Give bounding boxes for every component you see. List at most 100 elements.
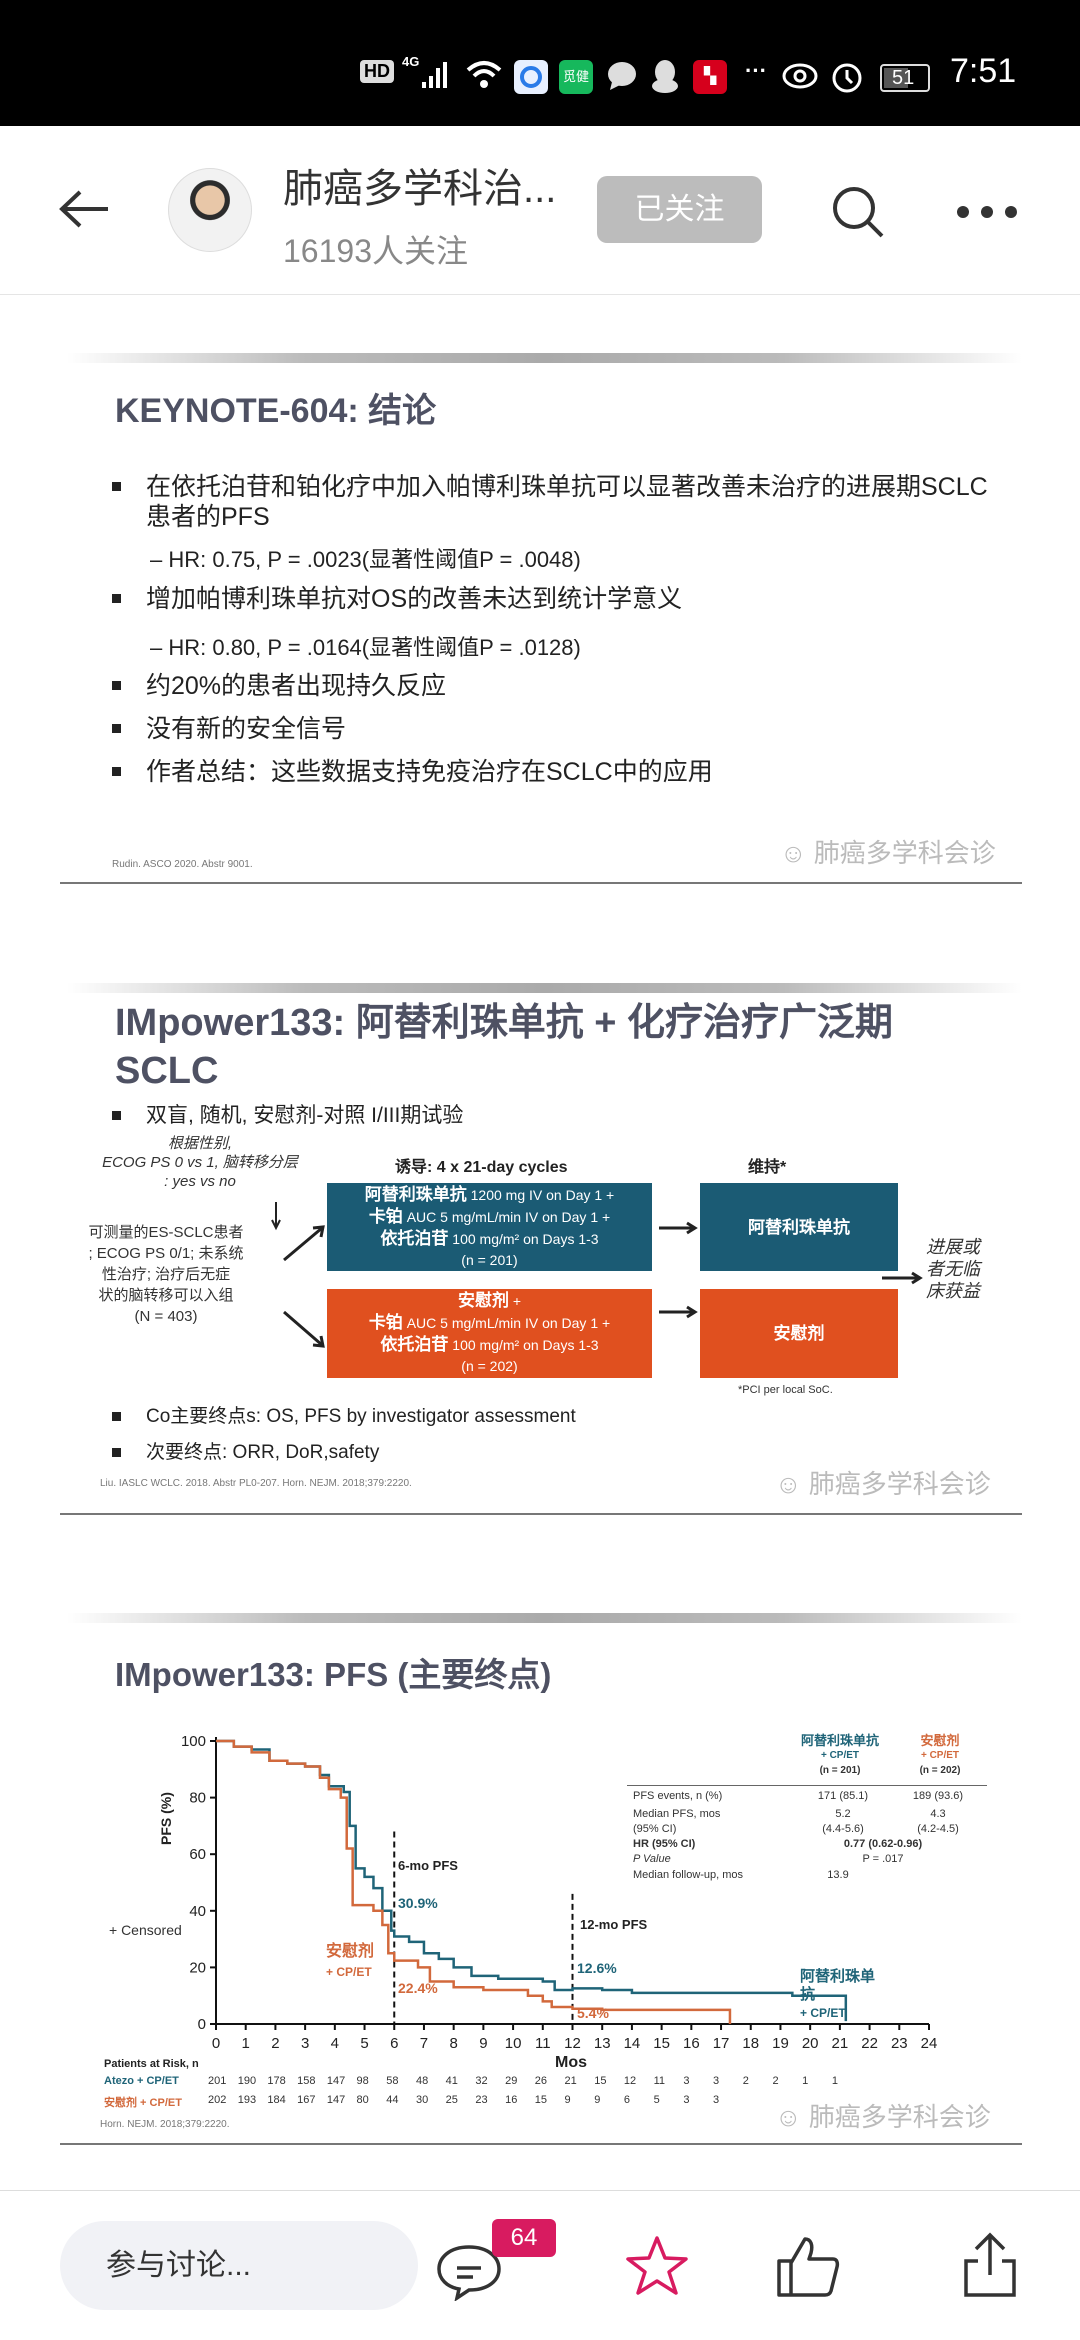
table-row: (95% CI) (4.4-5.6) (4.2-4.5): [633, 1822, 993, 1837]
slide-top-bar: [67, 1613, 1022, 1623]
x-tick-label: 15: [653, 2035, 670, 2052]
divider: [60, 882, 1022, 884]
x-tick-label: 10: [505, 2035, 522, 2052]
bottom-action-bar: 参与讨论... 64: [0, 2190, 1080, 2340]
back-arrow-icon[interactable]: [58, 189, 112, 229]
risk-count-atezo: 58: [386, 2075, 399, 2087]
pop-line: ; ECOG PS 0/1; 未系统: [88, 1245, 244, 1262]
row-label: Median PFS, mos: [633, 1808, 721, 1820]
risk-count-atezo: 3: [713, 2075, 720, 2087]
arm-b-induction-box: 安慰剂 + 卡铂 AUC 5 mg/mL/min IV on Day 1 + 依…: [327, 1289, 652, 1378]
table-row: HR (95% CI)0.77 (0.62-0.96): [633, 1837, 993, 1852]
outcome-label: 进展或者无临床获益: [926, 1236, 980, 1302]
comment-input[interactable]: 参与讨论...: [60, 2221, 418, 2310]
bullet-text: 没有新的安全信号: [146, 715, 347, 743]
account-title[interactable]: 肺癌多学科治...: [283, 167, 557, 211]
sub-bullet: – HR: 0.80, P = .0164(显著性阈值P = .0128): [150, 635, 581, 660]
y-tick-label: 100: [181, 1733, 206, 1750]
sub-bullet: – HR: 0.75, P = .0023(显著性阈值P = .0048): [150, 547, 581, 572]
pop-line: (N = 403): [134, 1308, 198, 1325]
placebo-series-label: 安慰剂+ CP/ET: [326, 1942, 374, 1982]
reference: Horn. NEJM. 2018;379:2220.: [100, 2119, 230, 2130]
bullet-text: 增加帕博利珠单抗对OS的改善未达到统计学意义: [146, 585, 683, 613]
risk-count-atezo: 12: [623, 2075, 637, 2087]
row-label: HR (95% CI): [633, 1838, 696, 1850]
slide-title: IMpower133: 阿替利珠单抗 + 化疗治疗广泛期: [115, 1002, 894, 1044]
status-bar: HD 4G 觅健 ▚ ··· 51 7:51: [0, 0, 1080, 126]
x-tick-label: 18: [742, 2035, 759, 2052]
risk-count-atezo: 15: [594, 2075, 607, 2087]
risk-count-placebo: 15: [534, 2094, 548, 2106]
alarm-icon: [832, 63, 862, 93]
share-icon[interactable]: [960, 2231, 1020, 2299]
row-label: PFS events, n (%): [633, 1790, 723, 1802]
risk-count-atezo: 178: [267, 2075, 286, 2087]
search-icon[interactable]: [830, 184, 886, 240]
label-line: + CP/ET: [800, 2006, 846, 2020]
follow-button[interactable]: 已关注: [597, 176, 762, 243]
outcome-line: 床获益: [926, 1281, 980, 1301]
watermark-text: 肺癌多学科会诊: [813, 838, 996, 868]
x-tick-label: 12: [564, 2035, 581, 2052]
reference: Rudin. ASCO 2020. Abstr 9001.: [112, 859, 253, 870]
cell: 4.3: [930, 1808, 946, 1820]
battery-level: 51: [892, 67, 915, 89]
more-notifications: ···: [745, 58, 767, 83]
risk-count-placebo: 3: [713, 2094, 720, 2106]
risk-count-placebo: 193: [237, 2094, 257, 2106]
col-n: (n = 201): [819, 1765, 861, 1776]
star-icon[interactable]: [624, 2234, 690, 2298]
bullet-text: 在依托泊苷和铂化疗中加入帕博利珠单抗可以显著改善未治疗的进展期SCLC患者的PF…: [146, 473, 988, 531]
signal-icon: [422, 62, 447, 88]
x-tick-label: 4: [331, 2035, 339, 2052]
message-icon: [608, 62, 636, 90]
pop-line: 可测量的ES-SCLC患者: [88, 1224, 244, 1241]
risk-count-atezo: 11: [653, 2075, 666, 2087]
col-sub: + CP/ET: [820, 1750, 860, 1761]
risk-count-atezo: 41: [445, 2075, 458, 2087]
risk-count-atezo: 98: [356, 2075, 369, 2087]
watermark-text: 肺癌多学科会诊: [808, 2102, 991, 2132]
annotation-6mo-placebo: 22.4%: [398, 1980, 438, 1996]
x-tick-label: 24: [921, 2035, 938, 2052]
drug-name: 依托泊苷: [380, 1335, 449, 1354]
x-tick-label: 0: [212, 2035, 220, 2052]
avatar[interactable]: [168, 168, 252, 252]
risk-count-atezo: 158: [297, 2075, 316, 2087]
risk-label-placebo: 安慰剂 + CP/ET: [104, 2097, 182, 2109]
slide-title: IMpower133: PFS (主要终点): [115, 1656, 552, 1693]
bullet-text: 约20%的患者出现持久反应: [146, 672, 447, 700]
induction-label: 诱导: 4 x 21-day cycles: [395, 1159, 568, 1176]
eye-comfort-icon: [782, 63, 818, 89]
drug-name: 阿替利珠单抗: [364, 1184, 467, 1204]
arm-n: (n = 202): [461, 1358, 518, 1374]
follower-count: 16193人关注: [283, 233, 468, 269]
risk-count-atezo: 2: [742, 2075, 749, 2087]
x-tick-label: 17: [713, 2035, 730, 2052]
y-tick-label: 60: [189, 1846, 206, 1863]
strat-line: : yes vs no: [164, 1173, 236, 1190]
watermark: ☺ 肺癌多学科会诊: [775, 1464, 991, 1501]
wechat-icon: ☺: [775, 1469, 809, 1499]
stats-table: PFS events, n (%)171 (85.1)189 (93.6) Me…: [633, 1789, 993, 1883]
x-tick-label: 14: [624, 2035, 641, 2052]
y-tick-label: 40: [189, 1903, 206, 1920]
more-options-icon[interactable]: [955, 204, 1019, 220]
row-label: (95% CI): [633, 1823, 677, 1835]
y-tick-label: 0: [198, 2016, 206, 2033]
like-icon[interactable]: [775, 2233, 841, 2299]
bullet-text: 次要终点: ORR, DoR,safety: [146, 1442, 380, 1463]
risk-count-placebo: 147: [326, 2094, 346, 2106]
cell: (4.4-5.6): [822, 1823, 864, 1835]
cell: 171 (85.1): [817, 1790, 869, 1802]
risk-count-atezo: 190: [237, 2075, 257, 2087]
watermark: ☺ 肺癌多学科会诊: [780, 833, 996, 870]
comment-icon[interactable]: [435, 2241, 505, 2301]
cell: 13.9: [827, 1869, 849, 1881]
dose: 100 mg/m² on Days 1-3: [448, 1230, 599, 1247]
slide-title: KEYNOTE-604: 结论: [115, 392, 437, 430]
cell: (4.2-4.5): [917, 1823, 959, 1835]
annotation-12mo-placebo: 5.4%: [577, 2005, 609, 2021]
wechat-icon: ☺: [780, 838, 814, 868]
